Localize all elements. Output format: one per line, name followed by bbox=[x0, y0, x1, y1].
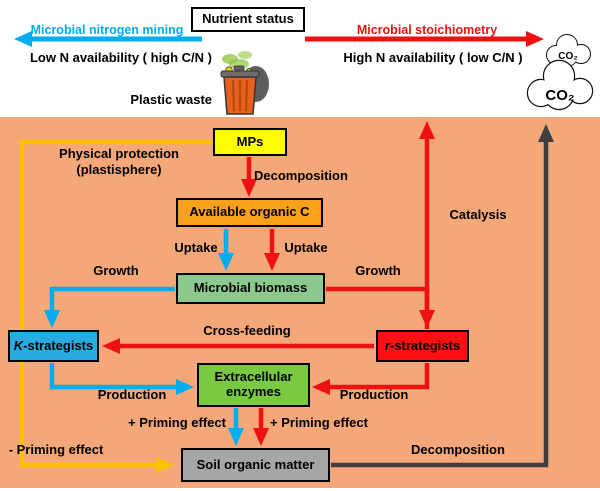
trash-bin-icon bbox=[220, 51, 269, 115]
stoichiometry-label: Microbial stoichiometry bbox=[356, 23, 498, 37]
k-prefix: K bbox=[13, 337, 24, 353]
low-n-availability-label: Low N availability ( high C/N ) bbox=[29, 50, 212, 65]
k-strategists-box: K-strategists bbox=[8, 330, 99, 362]
r-prefix: r bbox=[384, 337, 390, 353]
soil-organic-matter-box: Soil organic matter bbox=[181, 448, 330, 482]
co2-small-text: CO₂ bbox=[558, 51, 577, 62]
available-organic-c-box: Available organic C bbox=[176, 198, 323, 227]
uptake-right-label: Uptake bbox=[284, 240, 328, 255]
co2-large-text: CO₂ bbox=[545, 87, 574, 104]
mps-box: MPs bbox=[213, 128, 287, 156]
production-left-label: Production bbox=[97, 387, 167, 402]
priming-plus-right-label: + Priming effect bbox=[270, 415, 368, 430]
decomposition-bottom-label: Decomposition bbox=[411, 442, 505, 457]
growth-right-label: Growth bbox=[355, 263, 401, 278]
r-strategists-box: r-strategists bbox=[376, 330, 469, 362]
decomposition-top-label: Decomposition bbox=[254, 168, 348, 183]
cross-feeding-label: Cross-feeding bbox=[203, 323, 291, 338]
growth-left-label: Growth bbox=[93, 263, 139, 278]
priming-plus-left-label: + Priming effect bbox=[128, 415, 226, 430]
r-suffix: -strategists bbox=[389, 337, 461, 353]
physical-protection-label: Physical protection (plastisphere) bbox=[59, 146, 179, 177]
extracellular-enzymes-box: Extracellular enzymes bbox=[197, 363, 310, 407]
nutrient-status-title: Nutrient status bbox=[191, 7, 305, 32]
production-right-label: Production bbox=[339, 387, 409, 402]
high-n-availability-label: High N availability ( low C/N ) bbox=[343, 50, 523, 65]
plastic-waste-label: Plastic waste bbox=[130, 92, 212, 107]
co2-cloud-large: CO₂ bbox=[526, 59, 594, 111]
priming-minus-label: - Priming effect bbox=[8, 442, 104, 457]
catalysis-label: Catalysis bbox=[449, 207, 507, 222]
microbial-biomass-box: Microbial biomass bbox=[176, 273, 325, 304]
nitrogen-mining-label: Microbial nitrogen mining bbox=[30, 23, 184, 37]
k-suffix: -strategists bbox=[23, 337, 94, 353]
uptake-left-label: Uptake bbox=[174, 240, 218, 255]
